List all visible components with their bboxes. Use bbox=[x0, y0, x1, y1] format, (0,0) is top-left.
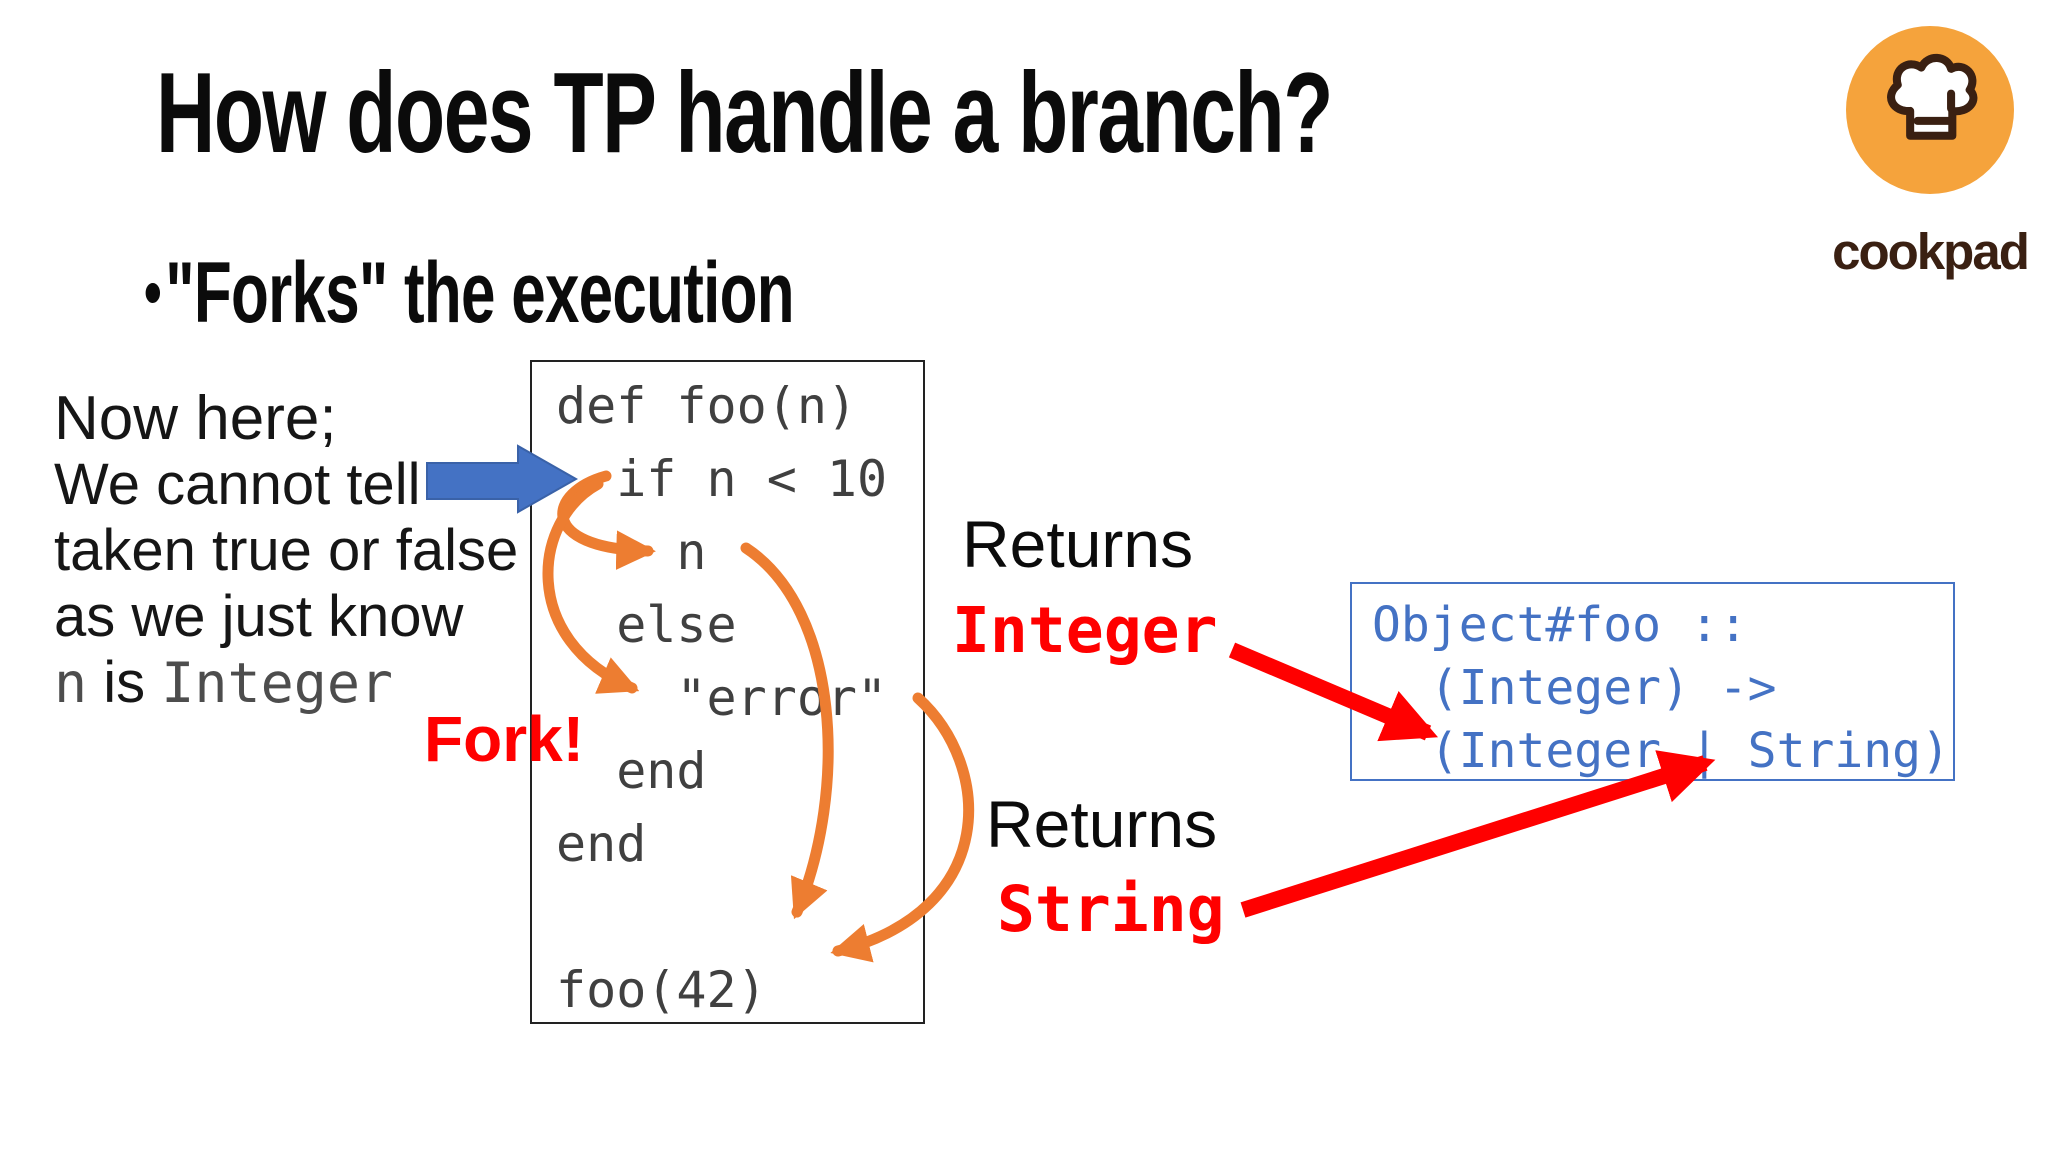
code-line: n bbox=[556, 523, 707, 581]
side-note-line: n is Integer bbox=[54, 650, 518, 716]
side-note-line: as we just know bbox=[54, 584, 464, 649]
code-box: def foo(n) if n < 10 n else "error" end … bbox=[530, 360, 925, 1024]
returns-string-label: Returns bbox=[986, 787, 1218, 861]
signature-line: Object#foo :: bbox=[1372, 597, 1748, 653]
code-line: foo(42) bbox=[556, 961, 767, 1019]
code-line bbox=[556, 881, 923, 954]
side-note-line: Now here; bbox=[54, 384, 337, 453]
signature-line: (Integer) -> bbox=[1372, 660, 1777, 716]
cookpad-logo: cookpad bbox=[1832, 26, 2046, 280]
signature-line: (Integer | String) bbox=[1372, 723, 1950, 779]
code-line: if n < 10 bbox=[556, 450, 888, 508]
type-signature-box: Object#foo :: (Integer) -> (Integer | St… bbox=[1350, 582, 1955, 781]
code-line: end bbox=[556, 815, 647, 873]
side-note-line: We cannot tell bbox=[54, 452, 421, 517]
variable-n: n bbox=[54, 651, 88, 715]
chef-hat-icon bbox=[1887, 53, 1978, 140]
code-line: else bbox=[556, 596, 737, 654]
returns-integer-label: Returns bbox=[962, 507, 1194, 581]
slide-title: How does TP handle a branch? bbox=[156, 50, 1333, 177]
code-line: def foo(n) bbox=[556, 377, 858, 435]
bullet-line: •"Forks" the execution bbox=[144, 244, 795, 343]
returns-string-type: String bbox=[997, 873, 1225, 946]
string-annotation-arrow bbox=[1240, 750, 1716, 918]
side-note-mid: is bbox=[87, 650, 162, 715]
cookpad-wordmark: cookpad bbox=[1832, 223, 2030, 280]
code-line: end bbox=[556, 742, 707, 800]
bullet-icon: • bbox=[144, 253, 162, 331]
returns-integer-type: Integer bbox=[952, 594, 1218, 667]
type-integer-inline: Integer bbox=[161, 651, 394, 715]
fork-label: Fork! bbox=[424, 703, 584, 775]
side-note: Now here; We cannot tell taken true or f… bbox=[54, 386, 518, 716]
code-line: "error" bbox=[556, 669, 888, 727]
side-note-line: taken true or false bbox=[54, 518, 519, 583]
bullet-text: "Forks" the execution bbox=[165, 245, 794, 341]
